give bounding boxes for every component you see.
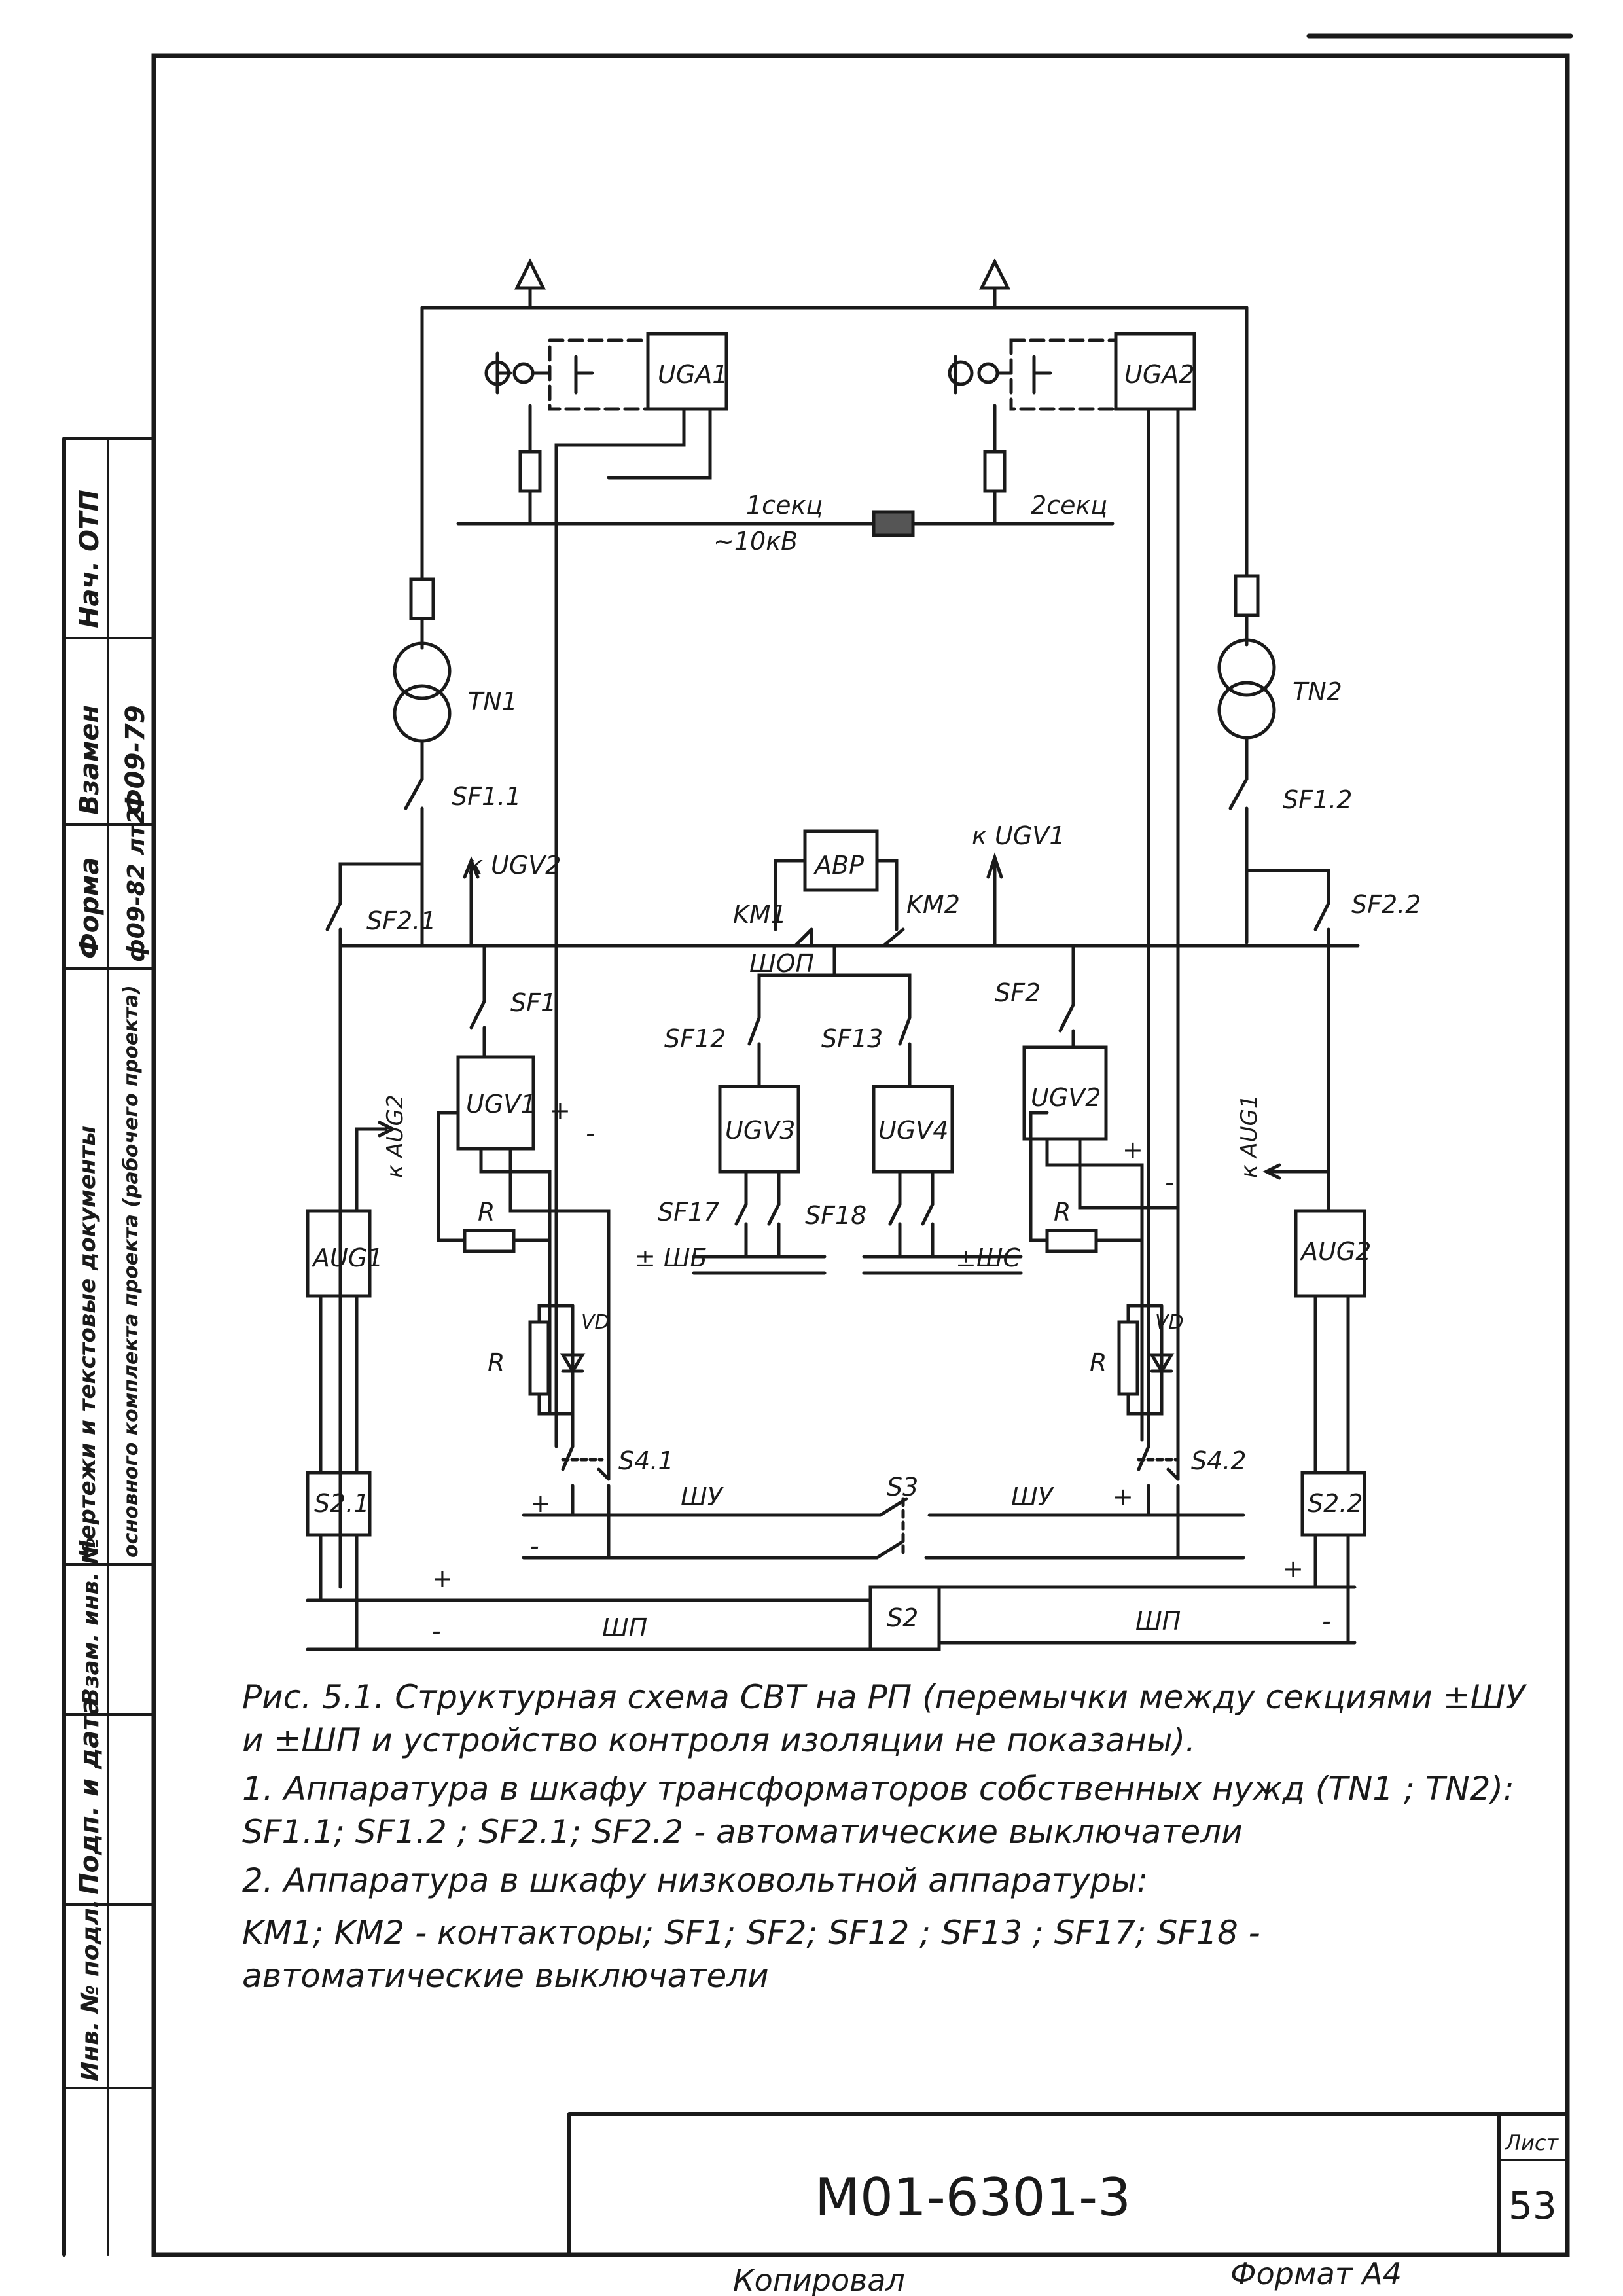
label-voltage: ~10кВ [713, 527, 798, 556]
label-ugv4: UGV4 [878, 1116, 948, 1145]
uga2-box [1114, 332, 1196, 411]
stamp-head: Нач. ОТП [75, 490, 105, 628]
label-km2: KM2 [906, 890, 960, 919]
label-plus-shp-left: + [432, 1564, 453, 1593]
label-r-right: R [1090, 1348, 1107, 1377]
s21-box [306, 1471, 372, 1537]
label-sf1: SF1 [510, 988, 556, 1017]
note-1: 1. Аппаратура в шкафу трансформаторов со… [242, 1770, 1514, 1851]
footer-format: Формат А4 [1230, 2256, 1402, 2291]
label-s4-2: S4.2 [1191, 1446, 1247, 1475]
uga1-box [646, 332, 728, 411]
stamp-inv-replace: Взам. инв. № [78, 1537, 104, 1705]
label-km1: KM1 [733, 900, 787, 929]
label-r-left: R [488, 1348, 505, 1377]
label-tn2: TN2 [1293, 677, 1342, 706]
label-s4-1: S4.1 [618, 1446, 674, 1475]
label-s2-2: S2.2 [1308, 1489, 1363, 1518]
label-shu-left: ШУ [681, 1482, 724, 1511]
label-section-2: 2секц [1031, 491, 1107, 520]
label-shb: ± ШБ [635, 1244, 707, 1272]
label-section-1: 1секц [746, 491, 823, 520]
stamp-form: Форма [75, 857, 105, 959]
label-s2-1: S2.1 [314, 1489, 370, 1518]
label-s2: S2 [887, 1604, 918, 1632]
drawing-frame [151, 53, 1570, 2257]
label-ugv3: UGV3 [725, 1116, 795, 1145]
label-plus-shp-right: + [1283, 1554, 1304, 1583]
s22-box [1300, 1471, 1366, 1537]
ugv4-box [872, 1085, 954, 1174]
label-shp-right: ШП [1135, 1607, 1181, 1636]
label-sf1-2: SF1.2 [1283, 785, 1352, 814]
label-sf2: SF2 [995, 978, 1041, 1007]
stamp-replace-value: Ф09-79 [120, 705, 151, 815]
label-to-aug2: к AUG2 [382, 1095, 408, 1178]
stamp-form-value: ф09-82 лт2 [123, 808, 150, 962]
label-shu-right: ШУ [1011, 1482, 1055, 1511]
doc-number: М01-6301-3 [815, 2167, 1131, 2228]
label-sf2-1: SF2.1 [366, 906, 436, 935]
label-plus-ugv1: + [550, 1096, 571, 1125]
label-to-aug1: к AUG1 [1236, 1095, 1262, 1178]
ugv3-box [718, 1085, 800, 1174]
label-vd-left: VD [581, 1311, 610, 1334]
label-vd-right: VD [1155, 1311, 1184, 1334]
stamp-inv-original: Инв. № подл. [77, 1899, 104, 2081]
aug1-box [306, 1209, 372, 1298]
figure-caption: Рис. 5.1. Структурная схема СВТ на РП (п… [242, 1678, 1525, 1759]
label-minus-shp-left: - [432, 1617, 441, 1645]
label-aug2: AUG2 [1299, 1237, 1371, 1266]
label-tn1: TN1 [468, 687, 518, 716]
label-r-ugv1: R [478, 1198, 495, 1227]
ugv1-box [456, 1055, 535, 1151]
stamp-documents: Чертежи и текстовые документы [75, 1126, 101, 1558]
stamp-documents-value: основного комплекта проекта (рабочего пр… [120, 985, 143, 1558]
label-abp: АВР [813, 851, 864, 880]
label-shp-left: ШП [602, 1613, 647, 1642]
label-minus-shu-left: - [530, 1532, 539, 1560]
label-to-ugv1: к UGV1 [972, 821, 1065, 850]
label-r-ugv2: R [1054, 1198, 1071, 1227]
footer-copied: Копировал [733, 2263, 905, 2296]
sheet-number: 53 [1508, 2183, 1557, 2228]
label-minus-ugv1: - [586, 1119, 595, 1148]
note-2: 2. Аппаратура в шкафу низковольтной аппа… [242, 1861, 1149, 1899]
label-s3: S3 [887, 1473, 918, 1501]
label-uga1: UGA1 [658, 360, 728, 389]
label-plus-shu-left: + [530, 1489, 551, 1518]
label-sf12: SF12 [664, 1024, 726, 1053]
note-3: KM1; KM2 - контакторы; SF1; SF2; SF12 ; … [242, 1914, 1260, 1995]
label-sf1-1: SF1.1 [452, 782, 521, 811]
stamp-signature: Подп. и дата [75, 1698, 105, 1895]
label-shc: ±ШС [955, 1244, 1020, 1272]
label-uga2: UGA2 [1124, 360, 1194, 389]
label-minus-shp-right: - [1322, 1607, 1331, 1636]
ugv2-box [1022, 1045, 1108, 1141]
label-sf2-2: SF2.2 [1351, 890, 1421, 919]
stamp-replace: Взамен [75, 705, 105, 815]
label-ugv2: UGV2 [1031, 1083, 1101, 1112]
s2-box [868, 1585, 941, 1651]
label-to-ugv2: к UGV2 [468, 851, 561, 880]
label-sf17: SF17 [658, 1198, 719, 1227]
label-sf18: SF18 [805, 1201, 866, 1230]
label-ugv1: UGV1 [466, 1090, 536, 1119]
label-plus-shu-right: + [1113, 1482, 1133, 1511]
sheet-label: Лист [1505, 2130, 1559, 2155]
label-aug1: AUG1 [311, 1244, 383, 1272]
label-shop: ШОП [749, 949, 814, 978]
label-sf13: SF13 [821, 1024, 883, 1053]
label-plus-ugv2: + [1122, 1136, 1143, 1164]
label-minus-ugv2: - [1165, 1168, 1174, 1197]
